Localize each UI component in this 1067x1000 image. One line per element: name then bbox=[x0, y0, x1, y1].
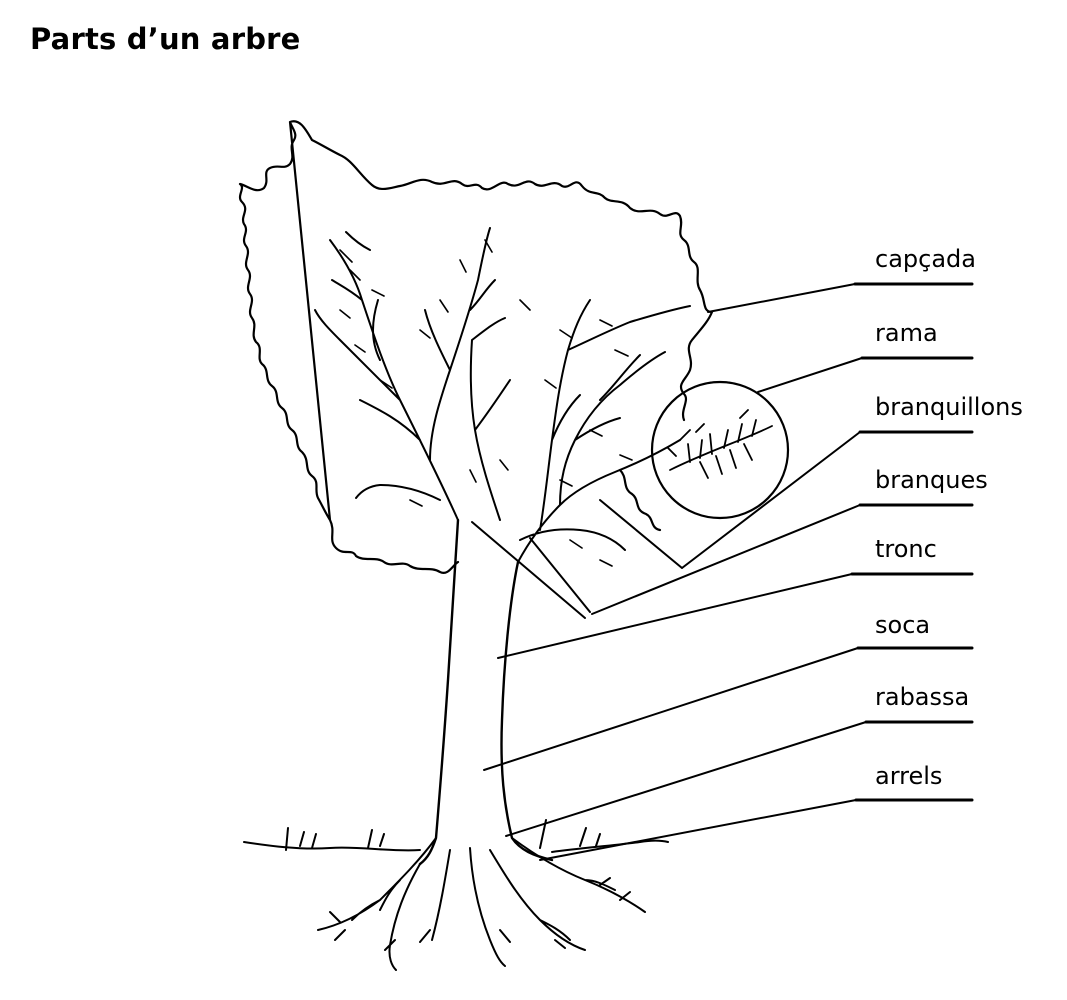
label-underlines bbox=[850, 282, 974, 802]
inner-leaf-strokes bbox=[339, 239, 633, 567]
label-rabassa: rabassa bbox=[875, 683, 970, 711]
label-branquillons: branquillons bbox=[875, 393, 1023, 421]
label-soca: soca bbox=[875, 611, 931, 639]
label-tronc: tronc bbox=[875, 535, 937, 563]
branches bbox=[314, 227, 691, 563]
label-branques: branques bbox=[875, 466, 988, 494]
twig-detail bbox=[667, 409, 773, 479]
label-capcada: capçada bbox=[875, 245, 976, 273]
roots bbox=[317, 837, 646, 971]
label-rama: rama bbox=[875, 319, 938, 347]
label-arrels: arrels bbox=[875, 762, 943, 790]
magnifier-circle bbox=[650, 380, 790, 520]
trunk bbox=[418, 518, 554, 866]
page-title: Parts d’un arbre bbox=[30, 22, 301, 56]
crown-outline bbox=[238, 120, 714, 574]
